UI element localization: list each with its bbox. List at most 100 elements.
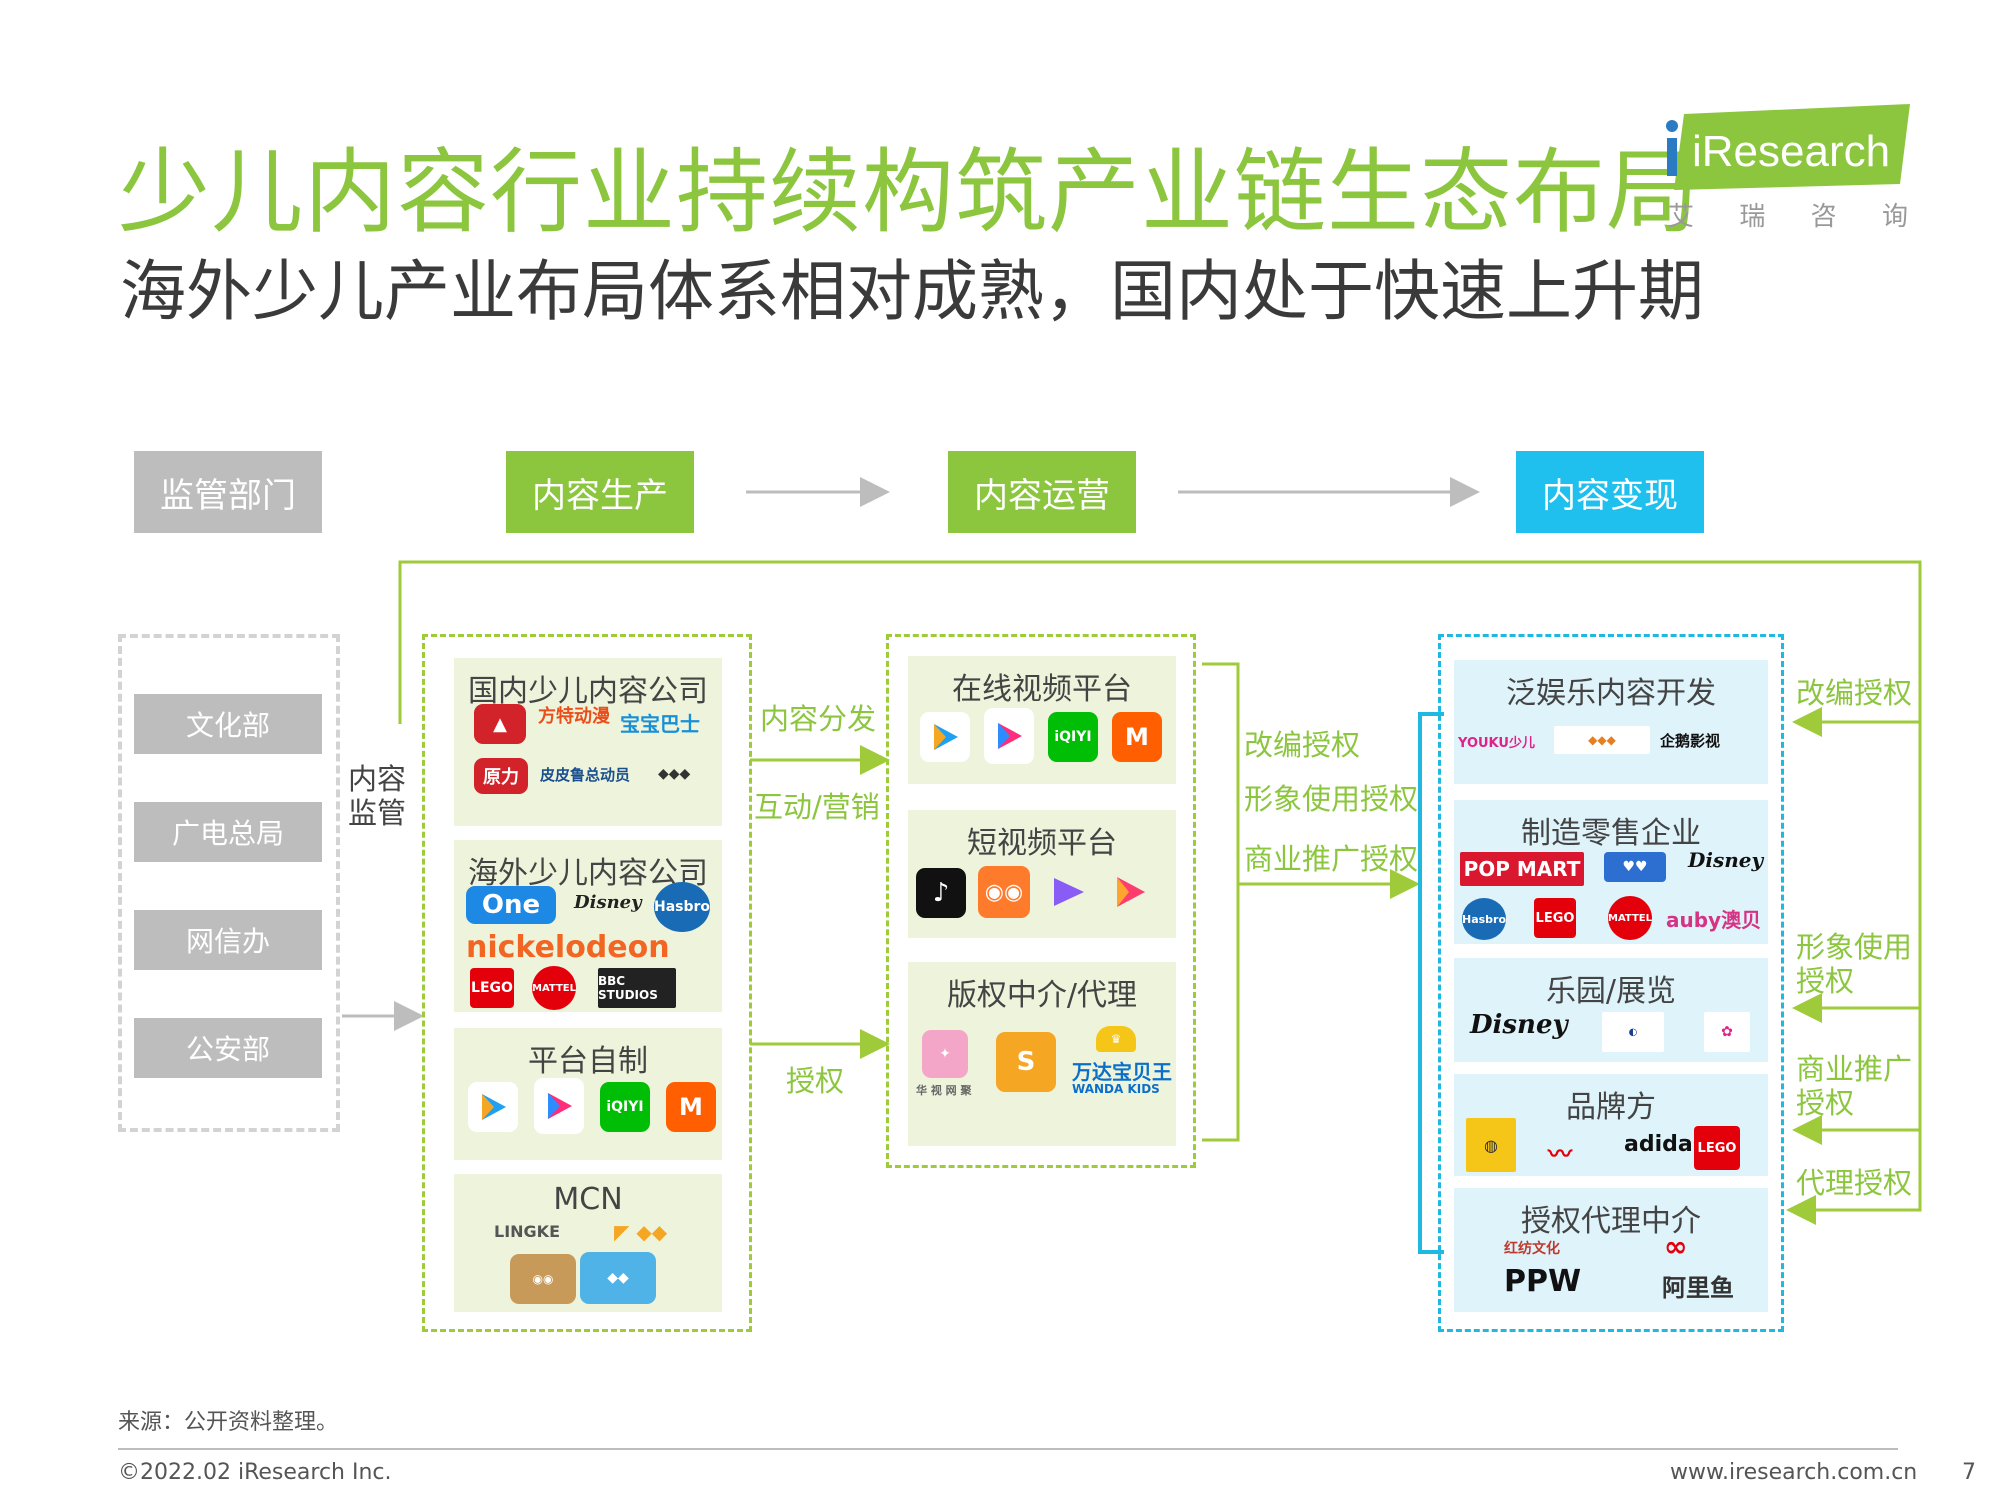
regulator-radio-tv: 广电总局 xyxy=(134,802,322,862)
china-brands-logo: 红纺文化 xyxy=(1504,1241,1560,1257)
website-url: www.iresearch.com.cn xyxy=(1670,1460,1918,1485)
panel-copyright-agency: 版权中介/代理 华 视 网 聚 ✦ S ♛ 万达宝贝王 WANDA KIDS xyxy=(908,962,1176,1146)
wanda-kids-logo: 万达宝贝王 xyxy=(1072,1060,1172,1084)
page-title: 少儿内容行业持续构筑产业链生态布局 xyxy=(118,139,1700,246)
disney-park-logo: Disney xyxy=(1470,1010,1568,1040)
panel-overseas-content: 海外少儿内容公司 One Disney Hasbro nickelodeon L… xyxy=(454,840,722,1012)
svg-text:iResearch: iResearch xyxy=(1692,127,1890,176)
agency-logo-2: S xyxy=(996,1032,1056,1092)
stage-production: 内容生产 xyxy=(506,451,694,533)
wanda-crown: ♛ xyxy=(1096,1026,1136,1052)
label-image: 形象使用授权 xyxy=(1244,782,1419,816)
huashi-logo: 华 视 网 聚 xyxy=(916,1084,972,1097)
alifish-mark: ∞ xyxy=(1664,1230,1688,1263)
panel-licensing-agency: 授权代理中介 红纺文化 PPW ∞ 阿里鱼 xyxy=(1454,1188,1768,1312)
regulation-label: 内容 监管 xyxy=(348,762,407,830)
stage-regulator: 监管部门 xyxy=(134,451,322,533)
ent-logo-2: ◆◆◆ xyxy=(1554,726,1650,754)
youku-icon xyxy=(534,1078,584,1134)
label-distribution: 内容分发 xyxy=(760,702,877,736)
haokan-icon xyxy=(1106,868,1154,916)
hello-kitty-logo: ✿ xyxy=(1704,1012,1750,1052)
regulator-public-security: 公安部 xyxy=(134,1018,322,1078)
label-right-agent: 代理授权 xyxy=(1796,1166,1913,1200)
adidas-logo: adidas xyxy=(1624,1132,1706,1157)
penguin-pictures-logo: 企鹅影视 xyxy=(1660,732,1721,750)
douyin-icon: ♪ xyxy=(916,868,966,918)
lego-logo-retail: LEGO xyxy=(1534,898,1576,938)
disney-logo-retail: Disney xyxy=(1688,848,1764,872)
kuaishou-icon: ◉◉ xyxy=(978,866,1030,918)
copyright: ©2022.02 iResearch Inc. xyxy=(118,1460,392,1485)
label-right-adapt: 改编授权 xyxy=(1796,676,1913,710)
universal-logo: ◐ xyxy=(1602,1012,1664,1052)
mgtv-icon-2: M xyxy=(1112,712,1162,762)
popmart-logo: POP MART xyxy=(1460,852,1584,886)
auby-logo: auby澳贝 xyxy=(1666,908,1762,932)
logo-chinese: 艾 瑞 咨 询 xyxy=(1668,202,1908,232)
panel-online-video: 在线视频平台 iQIYI M xyxy=(908,656,1176,784)
production-group xyxy=(422,634,752,1332)
label-marketing: 互动/营销 xyxy=(754,790,880,824)
label-right-image: 形象使用 授权 xyxy=(1796,930,1913,998)
wanda-kids-en: WANDA KIDS xyxy=(1072,1082,1160,1096)
youku-kids-logo: YOUKU少儿 xyxy=(1458,736,1535,751)
panel-manufacturing-retail: 制造零售企业 POP MART ♥♥ Disney Hasbro LEGO MA… xyxy=(1454,800,1768,944)
iqiyi-icon: iQIYI xyxy=(600,1082,650,1132)
baobao-logo: 宝宝巴士 xyxy=(620,712,700,736)
mattel-logo: MATTEL xyxy=(532,966,576,1010)
brand-logo-1: ◍ xyxy=(1466,1118,1516,1172)
hasbro-logo-retail: Hasbro xyxy=(1462,898,1506,940)
mcn-owl-logo: ◉◉ xyxy=(510,1254,576,1304)
panel-park-exhibition: 乐园/展览 Disney ◐ ✿ xyxy=(1454,958,1768,1062)
studio-logo: ◆◆◆ xyxy=(658,766,691,782)
iresearch-logo: iResearch xyxy=(1666,104,1910,190)
bbc-studios-logo: BBC STUDIOS xyxy=(598,968,676,1008)
lingke-logo: LINGKE xyxy=(494,1222,560,1241)
fangte-logo: 方特动漫 xyxy=(538,706,610,727)
ppw-logo: PPW xyxy=(1504,1264,1582,1299)
stage-operation: 内容运营 xyxy=(948,451,1136,533)
panel-platform-original: 平台自制 iQIYI M xyxy=(454,1028,722,1160)
mcn-toy-logo: ◆◆ xyxy=(580,1252,656,1304)
tencent-video-icon xyxy=(468,1082,518,1132)
mattel-logo-retail: MATTEL xyxy=(1608,896,1652,940)
lego-logo: LEGO xyxy=(470,968,514,1008)
monetization-group xyxy=(1438,634,1784,1332)
regulator-group xyxy=(118,634,340,1132)
panel-short-video: 短视频平台 ♪ ◉◉ xyxy=(908,810,1176,938)
label-promo: 商业推广授权 xyxy=(1244,842,1419,876)
panel-domestic-content: 国内少儿内容公司 ▲ 方特动漫 宝宝巴士 原力 皮皮鲁总动员 ◆◆◆ xyxy=(454,658,722,826)
stage-monetization: 内容变现 xyxy=(1516,451,1704,533)
youku-icon-2 xyxy=(984,708,1034,764)
operation-group xyxy=(886,634,1196,1168)
tencent-video-icon-2 xyxy=(920,712,970,762)
alifish-logo: 阿里鱼 xyxy=(1662,1274,1734,1302)
label-right-promo: 商业推广 授权 xyxy=(1796,1052,1913,1120)
regulator-culture: 文化部 xyxy=(134,694,322,754)
mgtv-icon: M xyxy=(666,1082,716,1132)
panel-mcn: MCN LINGKE ◤ ◆◆ ◉◉ ◆◆ xyxy=(454,1174,722,1312)
panel-brand: 品牌方 ◍ 〰 adidas LEGO xyxy=(1454,1074,1768,1176)
mcn-logo-2: ◤ ◆◆ xyxy=(614,1220,668,1244)
label-license: 授权 xyxy=(786,1064,845,1098)
disney-logo-small: Disney xyxy=(574,892,642,913)
yuanli-text-logo: 原力 xyxy=(474,758,528,794)
weishi-icon xyxy=(1044,868,1092,916)
page-subtitle: 海外少儿产业布局体系相对成熟，国内处于快速上升期 xyxy=(120,253,1704,330)
huashi-mark: ✦ xyxy=(922,1030,968,1078)
iqiyi-icon-2: iQIYI xyxy=(1048,712,1098,762)
disney-one-logo: One xyxy=(466,886,556,924)
pipi-logo: 皮皮鲁总动员 xyxy=(540,766,631,784)
label-adapt: 改编授权 xyxy=(1244,728,1361,762)
panel-pan-entertainment: 泛娱乐内容开发 YOUKU少儿 ◆◆◆ 企鹅影视 xyxy=(1454,660,1768,784)
lining-logo: 〰 xyxy=(1548,1140,1572,1168)
hasbro-logo: Hasbro xyxy=(654,882,710,932)
nickelodeon-logo: nickelodeon xyxy=(466,930,670,965)
auldey-logo: ♥♥ xyxy=(1604,852,1666,882)
page-number: 7 xyxy=(1962,1460,1976,1485)
regulator-cyberspace: 网信办 xyxy=(134,910,322,970)
source-note: 来源：公开资料整理。 xyxy=(118,1410,339,1435)
yuanli-logo: ▲ xyxy=(474,704,526,744)
